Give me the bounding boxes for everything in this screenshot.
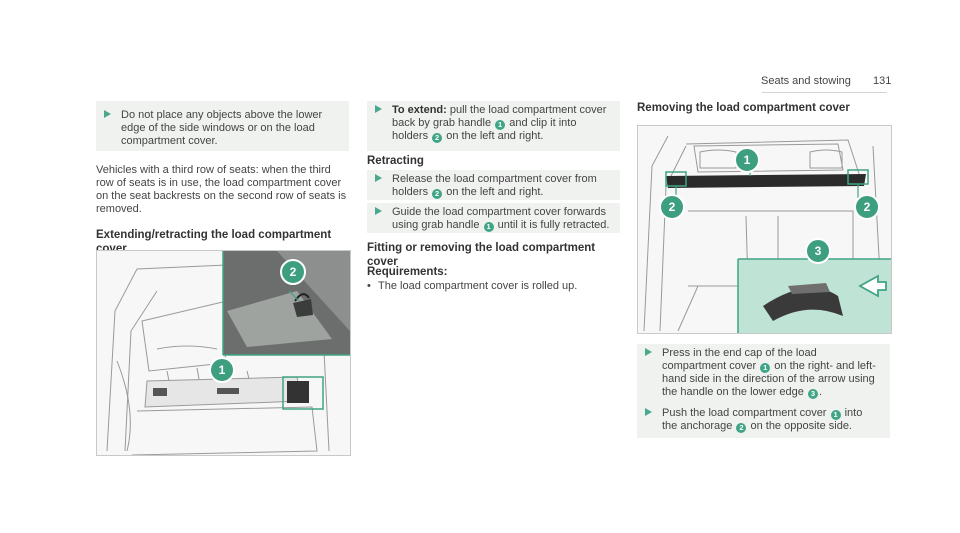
extend-text: To extend: pull the load compartment cov… bbox=[392, 104, 607, 143]
warning-callout: Do not place any objects above the lower… bbox=[96, 101, 349, 151]
page-number: 131 bbox=[873, 75, 892, 87]
step-arrow-icon bbox=[104, 110, 111, 118]
step-arrow-icon bbox=[375, 105, 382, 113]
callout-number-icon: 3 bbox=[805, 238, 831, 264]
requirements-heading: Requirements: bbox=[367, 266, 448, 278]
retract-callout-2: Guide the load compartment cover forward… bbox=[367, 203, 620, 233]
remove-callout-2: Push the load compartment cover 1 into t… bbox=[637, 404, 890, 438]
callout-number-icon: 3 bbox=[807, 389, 818, 399]
step-arrow-icon bbox=[645, 348, 652, 356]
callout-number-icon: 1 bbox=[734, 147, 760, 173]
callout-number-icon: 2 bbox=[854, 194, 880, 220]
remove-callout-1: Press in the end cap of the load compart… bbox=[637, 344, 890, 414]
callout-number-icon: 2 bbox=[659, 194, 685, 220]
callout-number-icon: 2 bbox=[432, 189, 443, 199]
callout-number-icon: 1 bbox=[209, 357, 235, 383]
cargo-area-drawing bbox=[97, 251, 350, 455]
callout-number-icon: 1 bbox=[483, 222, 494, 232]
header-rule bbox=[762, 92, 887, 93]
extend-label: To extend: bbox=[392, 104, 447, 116]
requirement-item: The load compartment cover is rolled up. bbox=[367, 280, 617, 293]
section-title: Seats and stowing bbox=[761, 75, 851, 87]
step-arrow-icon bbox=[645, 408, 652, 416]
cargo-cover-drawing bbox=[638, 126, 891, 333]
retract-callout-1: Release the load compartment cover from … bbox=[367, 170, 620, 200]
callout-number-icon: 2 bbox=[280, 259, 306, 285]
warning-text: Do not place any objects above the lower… bbox=[121, 109, 323, 147]
callout-number-icon: 1 bbox=[830, 410, 841, 420]
third-row-paragraph: Vehicles with a third row of seats: when… bbox=[96, 164, 347, 215]
removing-heading: Removing the load compartment cover bbox=[637, 102, 850, 114]
illustration-extending: 2 1 bbox=[96, 250, 351, 456]
fitting-heading: Fitting or removing the load compartment… bbox=[367, 242, 596, 268]
step-arrow-icon bbox=[375, 174, 382, 182]
callout-number-icon: 1 bbox=[495, 120, 506, 130]
extend-callout: To extend: pull the load compartment cov… bbox=[367, 101, 620, 151]
callout-number-icon: 2 bbox=[432, 133, 443, 143]
step-arrow-icon bbox=[375, 207, 382, 215]
illustration-removing: 1 2 2 3 bbox=[637, 125, 892, 334]
retracting-heading: Retracting bbox=[367, 155, 424, 167]
callout-number-icon: 1 bbox=[760, 363, 771, 373]
callout-number-icon: 2 bbox=[736, 423, 747, 433]
